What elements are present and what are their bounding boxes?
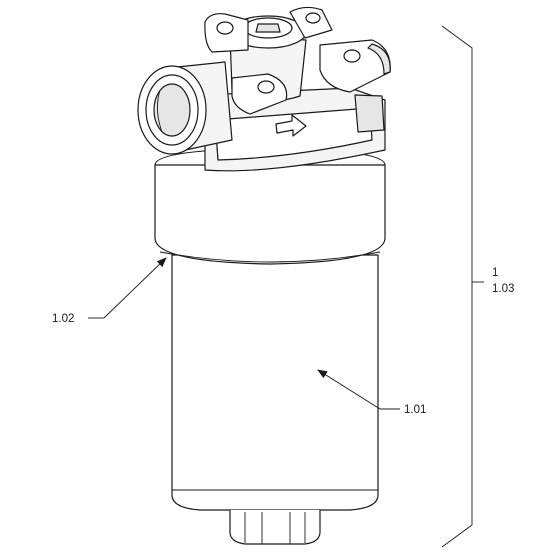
mounting-lug-front [231, 73, 288, 115]
callout-bowl: 1.01 [404, 404, 426, 416]
drain-plug [229, 509, 321, 545]
filter-head [204, 87, 386, 172]
callout-assembly-subnumber: 1.03 [492, 283, 514, 295]
mounting-lug-right [319, 39, 391, 93]
filter-bowl [171, 254, 379, 511]
assembly-bracket [441, 25, 484, 548]
flow-direction-arrow-icon [275, 114, 307, 137]
leader-bowl [317, 369, 400, 410]
callout-cover: 1.02 [52, 313, 74, 325]
mounting-lug-top-right [289, 6, 333, 39]
callout-assembly-number: 1 [492, 267, 498, 279]
leader-cover [88, 257, 167, 319]
mounting-lug-left [204, 13, 249, 53]
inlet-port [137, 61, 233, 155]
